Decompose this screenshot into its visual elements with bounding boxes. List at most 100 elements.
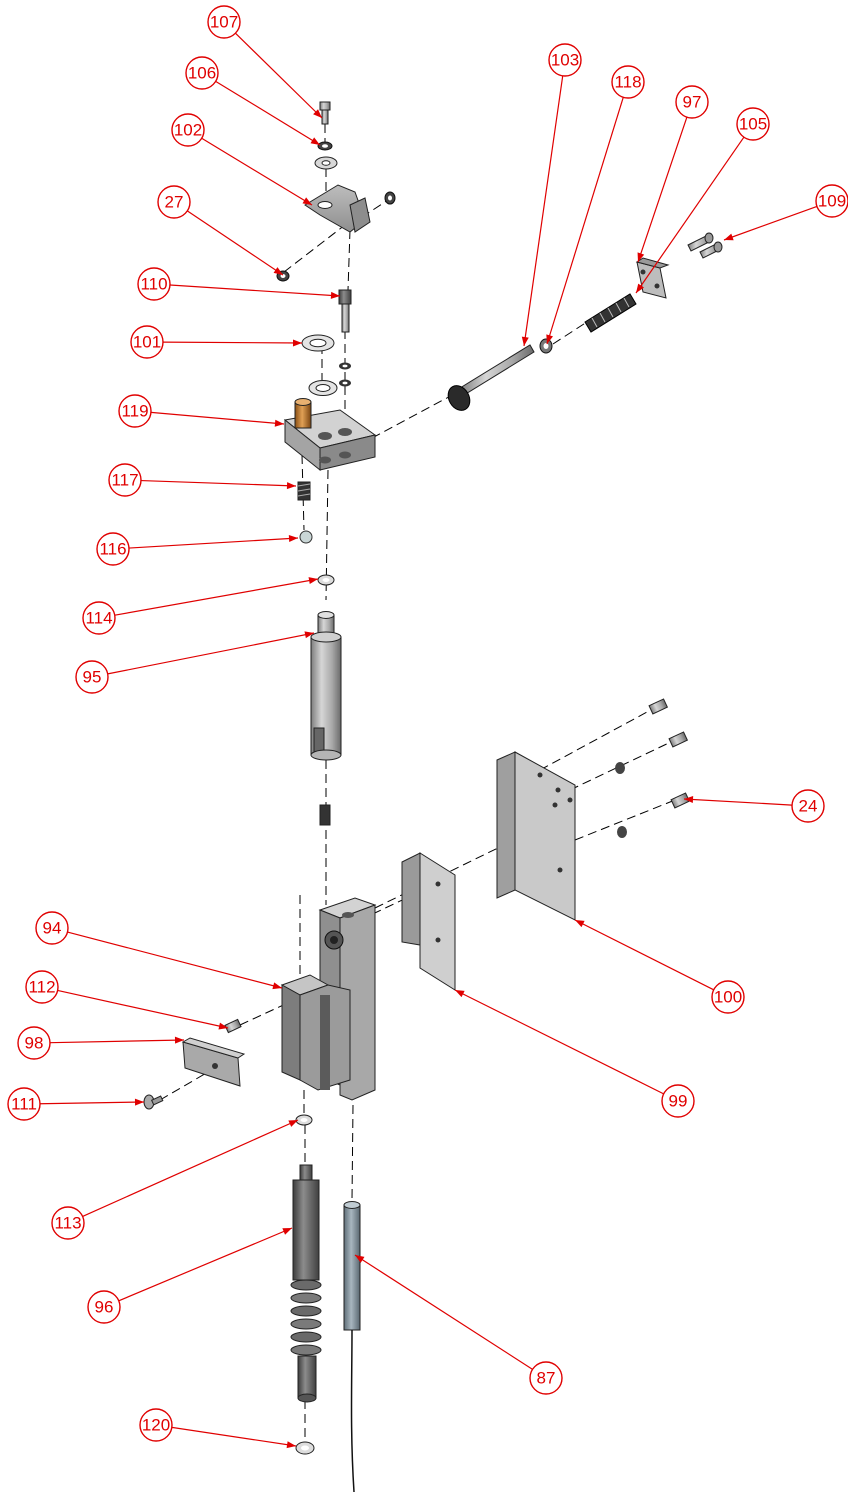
- callout-bubble-106: [185, 56, 219, 90]
- callout-label-99: 99: [669, 1092, 688, 1111]
- callout-label-116: 116: [99, 540, 126, 559]
- callout-label-106: 106: [188, 64, 216, 83]
- callout-leader-106: [215, 80, 321, 146]
- callout-100: 100: [574, 919, 745, 1014]
- callout-bubble-113: [51, 1206, 85, 1240]
- callout-95: 95: [75, 631, 315, 694]
- callout-arrowhead-98: [174, 1036, 184, 1044]
- callout-leader-101: [162, 341, 303, 344]
- callout-arrowhead-114: [308, 577, 318, 585]
- callout-98: 98: [17, 1026, 185, 1060]
- callout-leader-103: [523, 75, 564, 347]
- callout-leader-109: [723, 205, 818, 241]
- callout-106: 106: [185, 56, 321, 146]
- part-102-bracket: [304, 184, 371, 233]
- part-117-spring: [297, 481, 311, 501]
- callout-bubble-114: [82, 601, 116, 635]
- callout-bubble-94: [35, 911, 69, 945]
- callout-107: 107: [207, 5, 323, 119]
- callout-bubble-107: [207, 5, 241, 39]
- callout-103: 103: [521, 43, 582, 347]
- callout-arrowhead-110: [330, 291, 340, 299]
- callout-leader-24: [683, 798, 793, 806]
- part-114-washer: [317, 574, 335, 586]
- callout-94: 94: [35, 911, 283, 990]
- part-101-washer-bottom: [308, 380, 338, 396]
- part-110-screw: [338, 289, 352, 333]
- callout-label-117: 117: [111, 471, 138, 490]
- callout-label-111: 111: [11, 1095, 37, 1114]
- callout-leader-105: [635, 136, 745, 294]
- callout-label-98: 98: [25, 1034, 44, 1053]
- callout-111: 111: [7, 1087, 145, 1121]
- callout-bubble-100: [711, 980, 745, 1014]
- callout-leader-100: [574, 919, 714, 991]
- callout-layer: 1071061022711010111911711611495103118971…: [7, 5, 848, 1449]
- callout-bubble-24: [791, 789, 825, 823]
- callout-97: 97: [637, 85, 709, 263]
- callout-bubble-111: [7, 1087, 41, 1121]
- callout-label-112: 112: [28, 978, 55, 997]
- callout-leader-95: [107, 632, 315, 675]
- callout-arrowhead-116: [288, 535, 298, 543]
- callout-label-24: 24: [799, 797, 818, 816]
- part-97-end-plate: [635, 257, 670, 299]
- callout-leader-119: [150, 411, 285, 425]
- callout-label-113: 113: [54, 1214, 81, 1233]
- part-100-angle-bracket: [496, 751, 576, 921]
- callout-arrowhead-96: [282, 1228, 292, 1235]
- callout-112: 112: [25, 970, 229, 1030]
- part-24-screws: [615, 698, 691, 838]
- callout-102: 102: [171, 113, 313, 206]
- callout-arrowhead-94: [272, 982, 282, 990]
- callout-arrowhead-111: [134, 1098, 144, 1106]
- callout-leader-111: [39, 1101, 145, 1105]
- callout-leader-112: [57, 989, 229, 1029]
- callout-label-87: 87: [537, 1369, 556, 1388]
- callout-arrowhead-118: [546, 334, 554, 344]
- callout-arrowhead-105: [636, 283, 645, 293]
- callout-109: 109: [723, 184, 848, 241]
- callout-leader-107: [235, 32, 323, 119]
- callout-label-100: 100: [714, 988, 742, 1007]
- callout-arrowhead-119: [274, 419, 284, 427]
- callout-arrowhead-24: [684, 796, 694, 804]
- callout-bubble-96: [87, 1290, 121, 1324]
- callout-arrowhead-120: [286, 1441, 296, 1449]
- callout-arrowhead-101: [292, 339, 302, 347]
- callout-label-119: 119: [121, 402, 148, 421]
- part-flat-washer-upper: [314, 156, 338, 170]
- callout-bubble-97: [675, 85, 709, 119]
- callout-bubble-120: [139, 1408, 173, 1442]
- part-set-screw: [319, 804, 331, 826]
- callout-bubble-101: [130, 325, 164, 359]
- callout-arrowhead-87: [355, 1255, 365, 1263]
- part-87-rod: [343, 1201, 361, 1493]
- callout-96: 96: [87, 1227, 293, 1324]
- callout-leader-116: [128, 537, 299, 549]
- part-118-collar: [539, 338, 553, 354]
- part-112-pin: [224, 1018, 242, 1034]
- callout-leader-98: [49, 1039, 185, 1044]
- part-96-worm-shaft: [290, 1164, 322, 1403]
- part-111-screw: [143, 1094, 164, 1110]
- callout-label-102: 102: [174, 121, 202, 140]
- part-107-screw: [319, 101, 331, 125]
- part-101-washer-top: [301, 334, 335, 352]
- callout-label-94: 94: [43, 919, 62, 938]
- callout-label-103: 103: [551, 51, 579, 70]
- callout-bubble-87: [529, 1361, 563, 1395]
- callout-119: 119: [118, 394, 285, 428]
- callout-arrowhead-95: [304, 631, 314, 639]
- callout-bubble-117: [108, 463, 142, 497]
- callout-bubble-98: [17, 1026, 51, 1060]
- callout-bubble-110: [137, 267, 171, 301]
- callout-arrowhead-97: [637, 252, 645, 262]
- callout-117: 117: [108, 463, 297, 497]
- callout-label-95: 95: [83, 668, 102, 687]
- callout-114: 114: [82, 577, 319, 635]
- callout-leader-96: [118, 1227, 293, 1302]
- callout-bubble-95: [75, 660, 109, 694]
- part-109-screws: [687, 232, 723, 259]
